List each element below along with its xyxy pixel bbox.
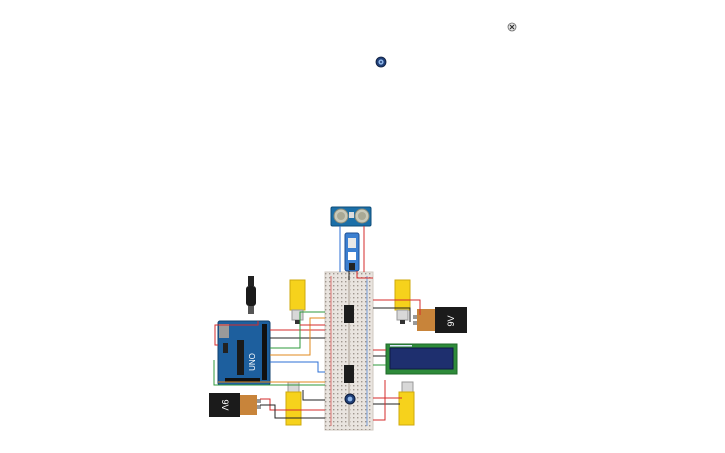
ultrasonic-sensor[interactable] xyxy=(330,206,372,227)
arduino-label: UNO xyxy=(248,353,257,371)
motor-top-left[interactable] xyxy=(289,279,306,324)
dc-power-jack[interactable] xyxy=(246,276,256,314)
battery-9v-label-right: 9V xyxy=(446,315,456,326)
lcd-display[interactable] xyxy=(385,343,458,375)
battery-9v-left[interactable]: 9V xyxy=(209,393,261,417)
rotate-knob-icon[interactable] xyxy=(375,56,387,68)
servo-module[interactable] xyxy=(344,232,360,272)
close-icon[interactable] xyxy=(507,22,517,32)
motor-driver-ic-top[interactable] xyxy=(344,305,354,323)
arduino-board[interactable]: UNO xyxy=(217,320,271,386)
potentiometer[interactable] xyxy=(344,393,356,405)
motor-top-right[interactable] xyxy=(394,279,411,324)
wiring xyxy=(213,226,421,421)
motor-bottom-right[interactable] xyxy=(398,381,415,426)
battery-9v-right[interactable]: 9V xyxy=(413,307,467,333)
breadboard[interactable] xyxy=(324,271,374,431)
motor-driver-ic-bottom[interactable] xyxy=(344,365,354,383)
motor-bottom-left[interactable] xyxy=(285,381,302,426)
battery-9v-label-left: 9V xyxy=(220,399,230,410)
